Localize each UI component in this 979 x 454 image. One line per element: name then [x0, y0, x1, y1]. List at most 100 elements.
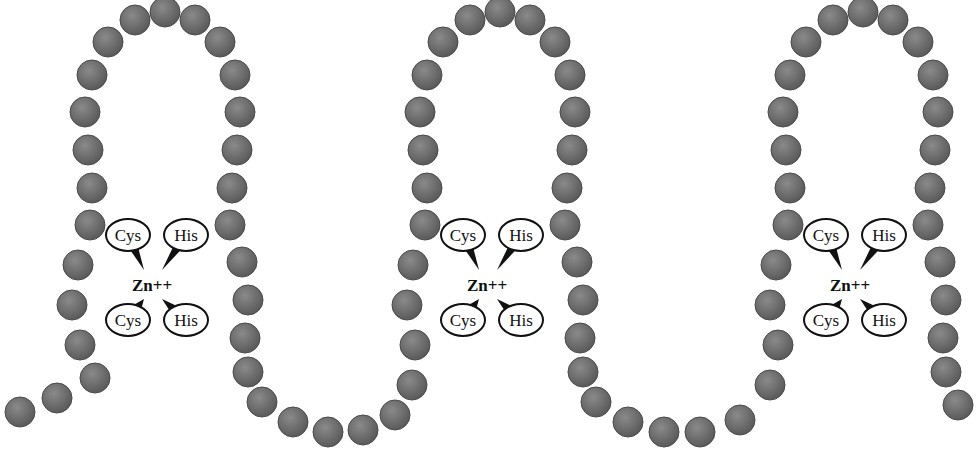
amino-acid-bead	[775, 173, 805, 203]
amino-acid-bead	[918, 60, 948, 90]
residue-circle: His	[498, 303, 544, 337]
amino-acid-bead	[225, 97, 255, 127]
amino-acid-bead	[397, 370, 427, 400]
amino-acid-bead	[775, 60, 805, 90]
amino-acid-bead	[540, 27, 570, 57]
amino-acid-bead	[931, 285, 961, 315]
amino-acid-bead	[412, 173, 442, 203]
residue-circle: His	[163, 303, 209, 337]
amino-acid-bead	[392, 290, 422, 320]
amino-acid-bead	[562, 247, 592, 277]
amino-acid-bead	[848, 0, 878, 27]
amino-acid-bead	[913, 210, 943, 240]
amino-acid-bead	[313, 417, 343, 447]
amino-acid-bead	[205, 27, 235, 57]
amino-acid-bead	[222, 135, 252, 165]
residue-circle: His	[498, 218, 544, 252]
amino-acid-bead	[555, 60, 585, 90]
amino-acid-bead	[581, 387, 611, 417]
amino-acid-bead	[773, 210, 803, 240]
amino-acid-bead	[878, 5, 908, 35]
amino-acid-bead	[768, 97, 798, 127]
amino-acid-bead	[818, 5, 848, 35]
amino-acid-bead	[649, 417, 679, 447]
amino-acid-bead	[428, 27, 458, 57]
amino-acid-bead	[557, 135, 587, 165]
amino-acid-bead	[515, 5, 545, 35]
residue-circle: Cys	[440, 303, 486, 337]
amino-acid-bead	[348, 415, 378, 445]
amino-acid-bead	[725, 405, 755, 435]
residue-circle: Cys	[803, 218, 849, 252]
amino-acid-bead	[485, 0, 515, 27]
residue-name: Cys	[450, 312, 476, 329]
zinc-ion-label: Zn++	[132, 277, 172, 294]
amino-acid-bead	[75, 210, 105, 240]
amino-acid-bead	[63, 250, 93, 280]
amino-acid-bead	[220, 60, 250, 90]
amino-acid-bead	[613, 407, 643, 437]
zinc-ion-label: Zn++	[467, 277, 507, 294]
amino-acid-bead	[685, 417, 715, 447]
residue-circle: His	[861, 303, 907, 337]
amino-acid-bead	[247, 387, 277, 417]
amino-acid-bead	[227, 247, 257, 277]
amino-acid-bead	[215, 210, 245, 240]
amino-acid-bead	[93, 27, 123, 57]
residue-name: His	[509, 227, 533, 244]
amino-acid-bead	[408, 135, 438, 165]
residue-circle: His	[163, 218, 209, 252]
residue-name: Cys	[115, 227, 141, 244]
amino-acid-bead	[791, 27, 821, 57]
coordination-arrows	[131, 246, 878, 311]
residue-circle: Cys	[105, 303, 151, 337]
residue-circle: Cys	[803, 303, 849, 337]
residue-name: His	[872, 227, 896, 244]
amino-acid-bead	[761, 250, 791, 280]
amino-acid-bead	[398, 250, 428, 280]
amino-acid-bead	[455, 5, 485, 35]
amino-acid-bead	[180, 5, 210, 35]
amino-acid-bead	[120, 5, 150, 35]
amino-acid-bead	[380, 400, 410, 430]
amino-acid-chain	[5, 0, 973, 447]
amino-acid-bead	[412, 60, 442, 90]
amino-acid-bead	[65, 330, 95, 360]
amino-acid-bead	[5, 397, 35, 427]
amino-acid-bead	[150, 0, 180, 27]
amino-acid-bead	[552, 173, 582, 203]
residue-name: Cys	[813, 227, 839, 244]
amino-acid-bead	[920, 135, 950, 165]
amino-acid-bead	[233, 285, 263, 315]
amino-acid-bead	[233, 357, 263, 387]
amino-acid-bead	[925, 247, 955, 277]
amino-acid-bead	[80, 363, 110, 393]
amino-acid-bead	[77, 173, 107, 203]
amino-acid-bead	[73, 135, 103, 165]
amino-acid-bead	[77, 60, 107, 90]
residue-name: Cys	[813, 312, 839, 329]
residue-name: His	[174, 312, 198, 329]
amino-acid-bead	[943, 390, 973, 420]
residue-name: Cys	[450, 227, 476, 244]
amino-acid-bead	[928, 323, 958, 353]
amino-acid-bead	[550, 210, 580, 240]
amino-acid-bead	[560, 97, 590, 127]
amino-acid-bead	[923, 97, 953, 127]
residue-name: His	[872, 312, 896, 329]
amino-acid-bead	[400, 330, 430, 360]
residue-name: His	[174, 227, 198, 244]
amino-acid-bead	[230, 323, 260, 353]
amino-acid-bead	[568, 357, 598, 387]
amino-acid-bead	[755, 370, 785, 400]
amino-acid-bead	[70, 97, 100, 127]
amino-acid-bead	[568, 285, 598, 315]
residue-name: His	[509, 312, 533, 329]
amino-acid-bead	[763, 330, 793, 360]
amino-acid-bead	[217, 173, 247, 203]
zinc-ion-label: Zn++	[830, 277, 870, 294]
residue-circle: Cys	[440, 218, 486, 252]
amino-acid-bead	[755, 290, 785, 320]
amino-acid-bead	[405, 97, 435, 127]
